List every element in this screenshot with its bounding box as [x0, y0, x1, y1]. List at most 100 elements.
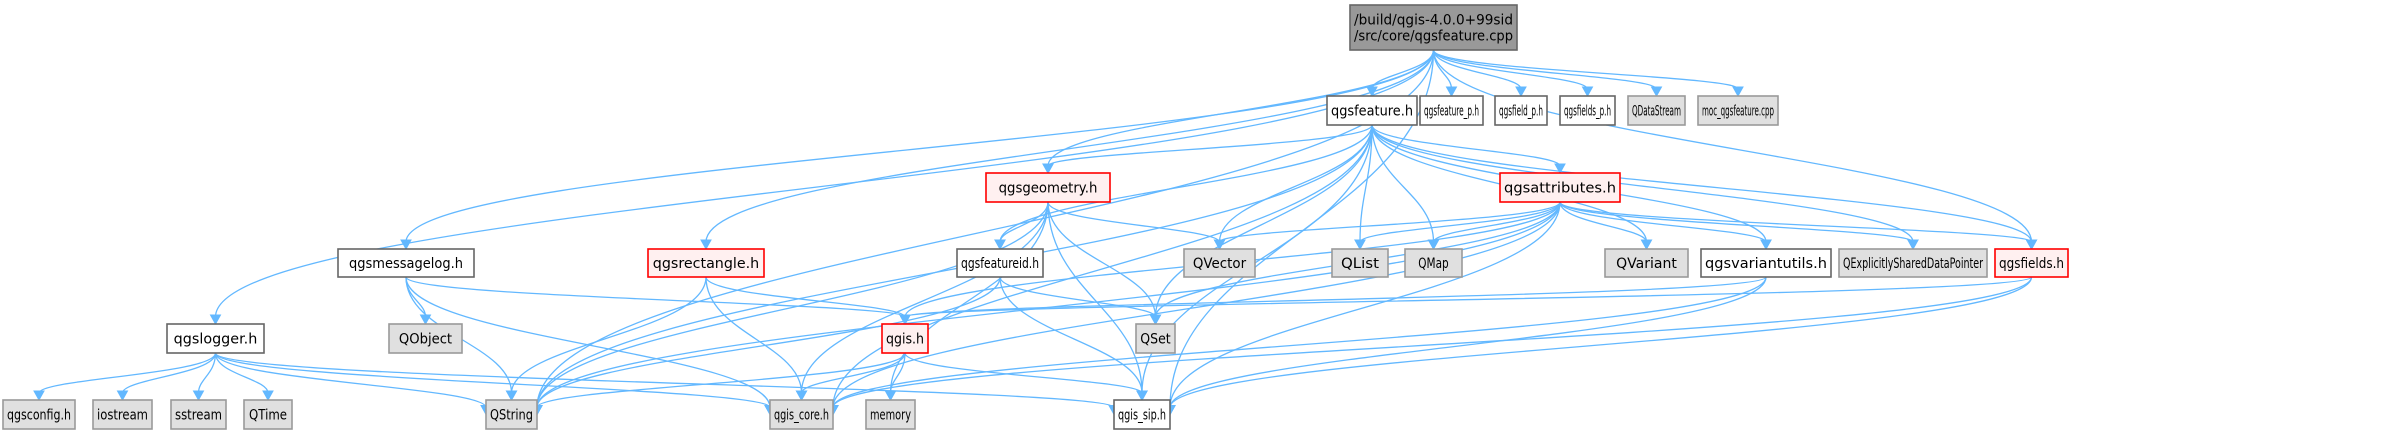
node-box — [1349, 4, 1518, 51]
node-box — [485, 399, 538, 430]
node-qgis-core-h[interactable]: qgis_core.h — [769, 399, 834, 430]
edge-qgsrectangle_h-to-qgis_core_h — [705, 276, 803, 394]
edge-root-to-qgsmessagelog_h — [405, 49, 1435, 243]
edge-qgsgeometry_h-to-qgis_sip_h — [1047, 201, 1143, 394]
node-qtime[interactable]: QTime — [243, 399, 293, 430]
arrowhead-qgsgeometry_h-to-qgsfeatureid_h — [994, 239, 1006, 251]
arrowhead-root-to-qgsfields_p_h — [1581, 86, 1594, 98]
node-qgsconfig-h[interactable]: qgsconfig.h — [2, 399, 76, 430]
node-label: QObject — [399, 332, 453, 348]
node-qdatastream[interactable]: QDataStream — [1627, 95, 1686, 126]
node-qgsmessagelog-h[interactable]: qgsmessagelog.h — [337, 248, 475, 278]
node-memory[interactable]: memory — [865, 399, 916, 430]
node-label: qgslogger.h — [174, 332, 258, 348]
node-box — [166, 323, 265, 354]
node-qgsfeatureid-h[interactable]: qgsfeatureid.h — [956, 248, 1044, 278]
node-qgsvariantutils-h[interactable]: qgsvariantutils.h — [1700, 248, 1832, 278]
arrowhead-qgslogger_h-to-iostream — [116, 390, 129, 402]
node-qgsrectangle-h[interactable]: qgsrectangle.h — [647, 248, 765, 278]
arrowhead-qgsattributes_h-to-qgsvariantutils_h — [1760, 239, 1772, 251]
node-box — [865, 399, 916, 430]
node-box — [1135, 323, 1176, 354]
node-box — [2, 399, 76, 430]
node-label: qgsmessagelog.h — [349, 256, 463, 272]
arrowhead-qgsattributes_h-to-QExplicitlySharedDataPointer — [1907, 239, 1919, 251]
edge-qgsfeatureid_h-to-QString — [536, 276, 1001, 408]
edge-qgsfeature_h-to-QString — [536, 124, 1373, 408]
edge-qgsfields_h-to-qgis_h — [904, 276, 2033, 318]
edge-qgsfields_h-to-qgis_sip_h — [1169, 276, 2033, 408]
node-qgsfields-h[interactable]: qgsfields.h — [1994, 248, 2069, 278]
node-qmap[interactable]: QMap — [1404, 248, 1463, 278]
arrowhead-qgslogger_h-to-QTime — [262, 390, 274, 402]
edge-qgsattributes_h-to-qgsvariantutils_h — [1559, 201, 1767, 243]
node-label: QString — [490, 408, 533, 424]
node-box — [243, 399, 293, 430]
node-label: QDataStream — [1632, 104, 1681, 120]
edge-qgsgeometry_h-to-memory — [889, 201, 1049, 394]
edge-qgsgeometry_h-to-qgis_core_h — [800, 201, 1049, 394]
node-label: qgsfeature.h — [1331, 104, 1413, 120]
arrowhead-qgsattributes_h-to-qgsfields_h — [2025, 239, 2038, 251]
node-qobject[interactable]: QObject — [388, 323, 463, 354]
node-label: memory — [870, 408, 911, 424]
edge-root-to-qgsfields_p_h — [1432, 49, 1589, 90]
edge-qgsfields_h-to-qgis_core_h — [832, 276, 2033, 408]
node-label: qgis_core.h — [774, 408, 829, 424]
node-box — [1700, 248, 1832, 278]
edge-qgis_h-to-QString — [536, 352, 906, 409]
edge-qgsattributes_h-to-qgsfields_h — [1559, 201, 2033, 243]
node-qgsfields-p-h[interactable]: qgsfields_p.h — [1559, 95, 1616, 126]
node-label: qgsfields_p.h — [1564, 104, 1611, 120]
node-qgis-h[interactable]: qgis.h — [881, 323, 929, 354]
node-label: qgsconfig.h — [7, 408, 71, 424]
node-root[interactable]: /build/qgis-4.0.0+99sid/src/core/qgsfeat… — [1349, 4, 1518, 51]
node-box — [337, 248, 475, 278]
edge-qgsgeometry_h-to-QSet — [1047, 201, 1157, 318]
node-moc-qgsfeature-cpp[interactable]: moc_qgsfeature.cpp — [1697, 95, 1779, 126]
node-box — [985, 172, 1111, 203]
edge-qgsfeature_h-to-qgsgeometry_h — [1047, 124, 1373, 167]
edge-qgsattributes_h-to-QList — [1359, 201, 1561, 243]
node-box — [1494, 95, 1548, 126]
node-sstream[interactable]: sstream — [170, 399, 227, 430]
edge-qgsgeometry_h-to-QString — [536, 201, 1049, 408]
node-qlist[interactable]: QList — [1331, 248, 1389, 278]
node-box — [1404, 248, 1463, 278]
node-label: sstream — [175, 408, 222, 424]
node-qgis-sip-h[interactable]: qgis_sip.h — [1113, 399, 1171, 430]
edge-qgsfeature_h-to-QExplicitlySharedDataPointer — [1371, 124, 1914, 243]
edge-root-to-QString — [536, 49, 1435, 408]
edge-qgsfeature_h-to-qgsattributes_h — [1371, 124, 1561, 167]
node-box — [647, 248, 765, 278]
node-iostream[interactable]: iostream — [92, 399, 153, 430]
edge-qgsrectangle_h-to-qgis_h — [705, 276, 906, 318]
node-qset[interactable]: QSet — [1135, 323, 1176, 354]
node-qstring[interactable]: QString — [485, 399, 538, 430]
node-box — [1994, 248, 2069, 278]
edge-qgsmessagelog_h-to-qgis_h — [405, 276, 906, 318]
node-label: qgsgeometry.h — [999, 181, 1098, 197]
node-qgsgeometry-h[interactable]: qgsgeometry.h — [985, 172, 1111, 203]
node-qgsattributes-h[interactable]: qgsattributes.h — [1499, 172, 1621, 203]
node-qexplicitlyshareddatapointer[interactable]: QExplicitlySharedDataPointer — [1838, 248, 1988, 278]
node-qgsfield-p-h[interactable]: qgsfield_p.h — [1494, 95, 1548, 126]
arrowhead-root-to-moc_qgsfeature_cpp — [1732, 86, 1744, 98]
node-qvector[interactable]: QVector — [1183, 248, 1256, 278]
node-qvariant[interactable]: QVariant — [1604, 248, 1689, 278]
node-qgsfeature-h[interactable]: qgsfeature.h — [1326, 95, 1418, 126]
arrowhead-qgsfeature_h-to-qgsattributes_h — [1554, 163, 1566, 175]
node-label: QExplicitlySharedDataPointer — [1843, 256, 1983, 272]
edge-root-to-moc_qgsfeature_cpp — [1432, 49, 1739, 90]
node-qgsfeature-p-h[interactable]: qgsfeature_p.h — [1419, 95, 1484, 126]
node-qgslogger-h[interactable]: qgslogger.h — [166, 323, 265, 354]
node-label: QSet — [1140, 332, 1171, 348]
edge-root-to-qgsfield_p_h — [1432, 49, 1522, 90]
edge-root-to-qgsrectangle_h — [705, 49, 1435, 243]
arrowhead-root-to-QDataStream — [1650, 86, 1663, 98]
arrowhead-root-to-qgsrectangle_h — [700, 239, 712, 251]
node-box — [1331, 248, 1389, 278]
node-box — [1113, 399, 1171, 430]
node-label: QMap — [1418, 256, 1448, 272]
edge-qgslogger_h-to-QTime — [214, 352, 269, 394]
